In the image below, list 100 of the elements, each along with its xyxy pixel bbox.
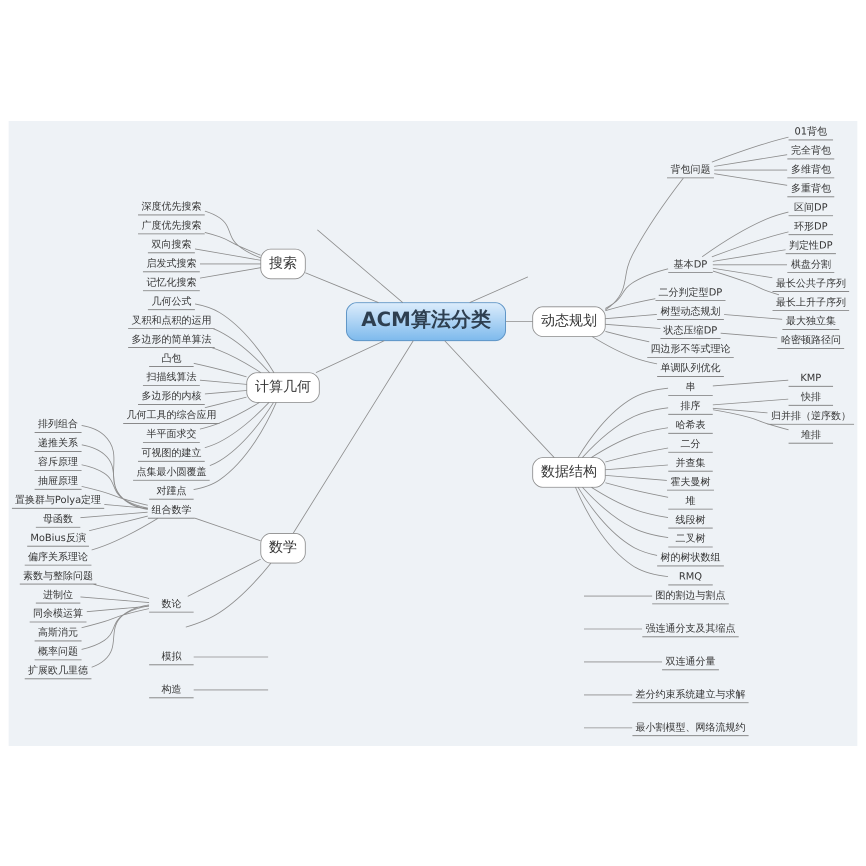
node-text: 串 [686, 382, 696, 393]
connector [81, 608, 150, 628]
connector [604, 298, 656, 311]
node-text: 树型动态规划 [660, 306, 720, 317]
node-text: 点集最小圆覆盖 [136, 466, 206, 478]
node-text: 强连通分支及其缩点 [646, 623, 736, 634]
connector [578, 486, 658, 556]
node-text: 排列组合 [38, 418, 78, 430]
connector [444, 340, 555, 458]
connector [194, 248, 261, 260]
node-box: 动态规划 [532, 306, 606, 336]
node-text: 背包问题 [670, 164, 710, 176]
node-text: 区间DP [794, 202, 828, 213]
node-text: 堆 [686, 495, 696, 506]
connector [582, 406, 669, 458]
node-text: 快排 [800, 392, 821, 403]
node-text: 凸包 [161, 352, 182, 364]
connector [194, 303, 274, 373]
node-text: 叉积和点积的运用 [131, 314, 212, 326]
connector [605, 474, 668, 480]
node-text: 多边形的简单算法 [131, 334, 212, 345]
connector [193, 689, 269, 690]
connector [193, 656, 269, 657]
connector [91, 517, 158, 550]
node-box: 数学 [260, 532, 306, 563]
node-text: 差分约束系统建立与求解 [636, 688, 746, 700]
connector [714, 154, 788, 166]
connector [204, 402, 270, 448]
connector [714, 172, 788, 186]
connector [316, 340, 385, 373]
node-text: 双连通分量 [666, 656, 716, 668]
connector [605, 447, 669, 462]
node-text: 树的树状数组 [660, 552, 720, 564]
node-text: 抽屉原理 [38, 476, 78, 487]
node-text: 二分判定型DP [658, 286, 722, 298]
node-text: 哈希表 [676, 420, 706, 431]
connector [582, 486, 669, 538]
node-text: 几何工具的综合应用 [126, 410, 216, 421]
connector [604, 177, 684, 310]
connector [591, 486, 668, 518]
node-text: RMQ [678, 571, 702, 582]
connector [81, 464, 148, 508]
connector [605, 330, 650, 342]
node-text: 偏序关系理论 [28, 551, 88, 562]
node-text: 棋盘分割 [790, 258, 831, 270]
node-text: 四边形不等式理论 [650, 344, 730, 355]
connector [711, 136, 789, 162]
connector [81, 485, 148, 506]
node-text: 几何公式 [151, 296, 192, 307]
connector [712, 408, 789, 430]
node-text: 完全背包 [790, 145, 831, 156]
node-text: 多维背包 [790, 164, 831, 176]
connector [194, 517, 261, 541]
connector [304, 272, 380, 303]
connector [200, 379, 247, 384]
connector [711, 230, 789, 257]
connector [193, 362, 247, 377]
node-box: 搜索 [260, 248, 306, 279]
connector [81, 424, 148, 510]
node-text: 素数与整除问题 [23, 570, 94, 582]
connector [714, 169, 788, 170]
connector [92, 583, 150, 598]
connector [584, 726, 633, 728]
connector [592, 336, 658, 364]
connector [605, 464, 668, 470]
connector [200, 402, 260, 430]
node-text: 归并排（逆序数） [770, 410, 851, 422]
connector [605, 482, 669, 498]
node-text: 线段树 [676, 514, 706, 526]
node-text: 堆排 [800, 429, 821, 440]
connector [578, 387, 668, 458]
connector [104, 504, 148, 508]
node-text: 环形DP [794, 220, 828, 232]
node-text: 01背包 [794, 126, 828, 138]
node-text: 高斯消元 [38, 627, 78, 638]
node-text: 广度优先搜索 [141, 220, 202, 232]
node-text: 哈密顿路径问 [780, 334, 841, 346]
connector [204, 210, 262, 258]
connector [724, 314, 783, 320]
connector [584, 661, 662, 662]
node-text: 数论 [161, 598, 182, 610]
node-text: 扫描线算法 [146, 372, 196, 383]
node-box: ACM算法分类 [346, 302, 506, 341]
connector [505, 320, 533, 322]
node-text: 排序 [680, 400, 700, 412]
node-text: 置换群与Polya定理 [14, 494, 102, 506]
connector [720, 332, 778, 338]
connector [211, 346, 262, 372]
node-box: 数据结构 [532, 456, 606, 488]
connector [469, 276, 528, 303]
connector [204, 390, 248, 394]
node-text: 构造 [161, 684, 182, 696]
connector [712, 407, 768, 413]
connector [604, 268, 669, 308]
connector [204, 232, 261, 256]
node-text: 模拟 [161, 651, 182, 662]
connector [584, 694, 633, 695]
connector [91, 604, 150, 668]
node-text: 最长上升子序列 [776, 296, 846, 308]
node-text: 单调队列优化 [660, 362, 720, 374]
